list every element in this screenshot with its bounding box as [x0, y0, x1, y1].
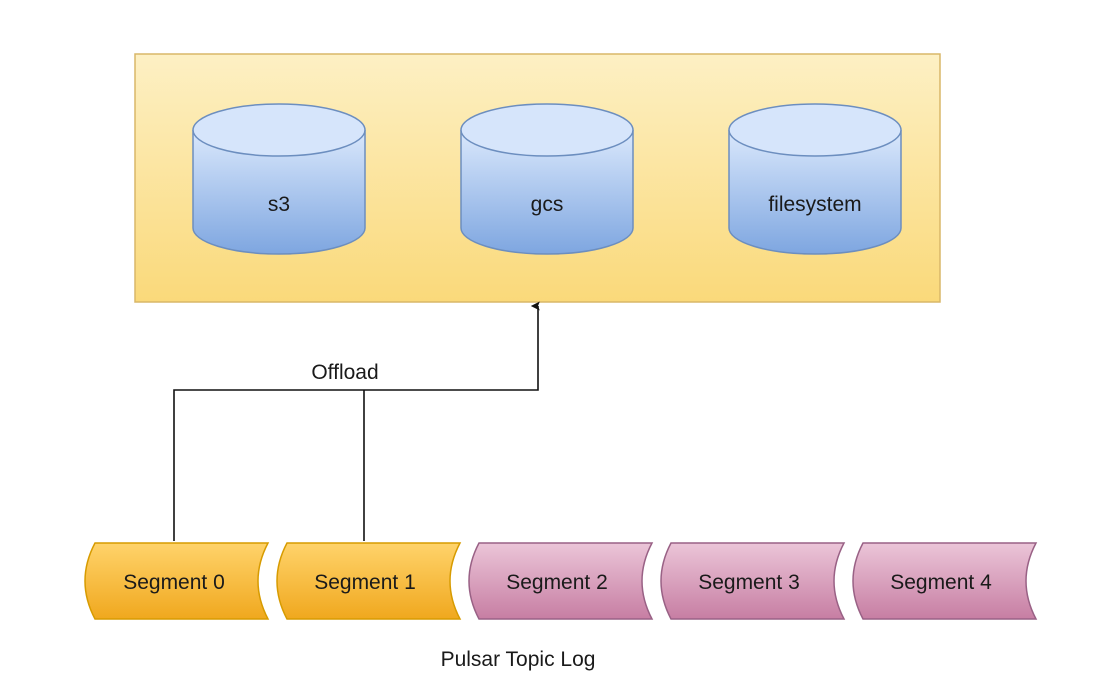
segment-3: Segment 3 [660, 542, 846, 620]
offload-label: Offload [311, 361, 378, 384]
segment-label: Segment 3 [698, 571, 800, 594]
storage-backend-label: s3 [268, 193, 290, 216]
storage-backend-gcs: gcs [460, 103, 634, 255]
segment-label: Segment 1 [314, 571, 416, 594]
segment-label: Segment 0 [123, 571, 225, 594]
storage-backend-filesystem: filesystem [728, 103, 902, 255]
diagram-caption: Pulsar Topic Log [441, 648, 596, 671]
segment-4: Segment 4 [852, 542, 1038, 620]
storage-backend-label: gcs [531, 193, 564, 216]
segment-1: Segment 1 [276, 542, 462, 620]
storage-backend-s3: s3 [192, 103, 366, 255]
offload-connector-segment-0 [173, 301, 540, 541]
segment-label: Segment 2 [506, 571, 608, 594]
storage-backend-label: filesystem [768, 193, 861, 216]
segment-label: Segment 4 [890, 571, 992, 594]
segment-0: Segment 0 [84, 542, 270, 620]
segment-2: Segment 2 [468, 542, 654, 620]
